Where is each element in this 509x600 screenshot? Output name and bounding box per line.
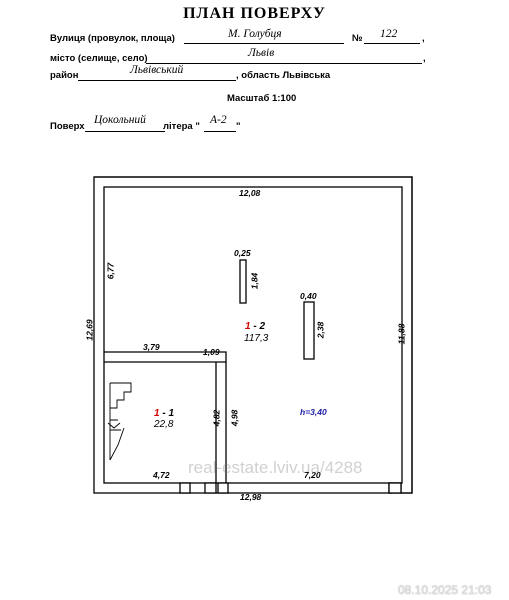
page-title: ПЛАН ПОВЕРХУ <box>183 5 326 22</box>
partition-vertical <box>215 362 227 483</box>
litera-value: А-2 <box>210 114 227 126</box>
pillar-1 <box>239 259 247 304</box>
street-label: Вулиця (провулок, площа) <box>50 33 175 44</box>
pillar-2 <box>303 301 315 360</box>
inner-wall-outline <box>103 186 403 484</box>
dim-right-total: 11,88 <box>396 323 407 345</box>
door-right <box>217 482 229 494</box>
partition-wall <box>104 351 227 363</box>
room-height: h=3,40 <box>300 407 327 417</box>
city-underline <box>146 63 422 64</box>
dim-room1-bottom: 4,72 <box>153 470 170 480</box>
number-value: 122 <box>380 28 398 40</box>
room-1-1-label: 1 - 1 <box>154 408 174 419</box>
outer-wall-outline <box>93 176 413 494</box>
dim-left-total: 12,69 <box>84 319 95 341</box>
district-underline <box>78 80 236 81</box>
dim-top: 12,08 <box>239 188 261 198</box>
dim-pillar2-w: 0,40 <box>300 291 317 301</box>
floor-label: Поверх <box>50 121 85 132</box>
dim-partition-a: 3,79 <box>143 342 160 352</box>
staircase <box>107 382 132 461</box>
number-label: № <box>352 33 363 44</box>
dim-pillar1-w: 0,25 <box>234 248 251 258</box>
city-label: місто (селище, село) <box>50 53 148 64</box>
room-1-2-suffix: - 2 <box>250 321 266 332</box>
room-1-2-label: 1 - 2 <box>245 321 265 332</box>
dim-bottom-inner: 7,20 <box>304 470 321 480</box>
floor-value: Цокольний <box>94 114 146 126</box>
watermark: real-estate.lviv.ua/4288 <box>188 458 363 477</box>
district-label: район <box>50 70 79 81</box>
room-1-1-suffix: - 1 <box>159 408 175 419</box>
litera-underline <box>204 131 236 132</box>
room-1-1-floor-number: 1 <box>154 408 160 419</box>
dim-pillar1-h: 1,84 <box>249 272 260 290</box>
door-room1 <box>179 482 191 494</box>
floor-underline <box>85 131 165 132</box>
dim-pillar2-h: 2,38 <box>315 321 326 339</box>
litera-close: " <box>236 121 241 132</box>
room-1-2-floor-number: 1 <box>245 321 251 332</box>
timestamp: 08.10.2025 21:03 <box>398 583 492 597</box>
street-value: М. Голубця <box>228 28 282 40</box>
litera-label: літера " <box>163 121 200 132</box>
room-1-1-area: 22,8 <box>154 419 174 430</box>
dim-bottom-total: 12,98 <box>240 492 262 502</box>
city-value: Львів <box>248 47 275 59</box>
region-text: , область Львівська <box>236 70 331 81</box>
dim-partition-b: 1,09 <box>203 347 220 357</box>
dim-left-upper: 6,77 <box>105 262 116 280</box>
street-underline <box>184 43 344 44</box>
door-far-right <box>388 482 402 494</box>
door-left <box>204 482 217 494</box>
street-comma: , <box>422 33 425 44</box>
district-value: Львівський <box>130 64 184 76</box>
scale-label: Масштаб 1:100 <box>227 93 297 104</box>
dim-room1-h-a: 4,82 <box>211 409 222 427</box>
number-underline <box>364 43 420 44</box>
dim-room1-h-b: 4,98 <box>229 409 240 427</box>
city-comma: , <box>423 53 426 64</box>
room-1-2-area: 117,3 <box>244 333 269 344</box>
